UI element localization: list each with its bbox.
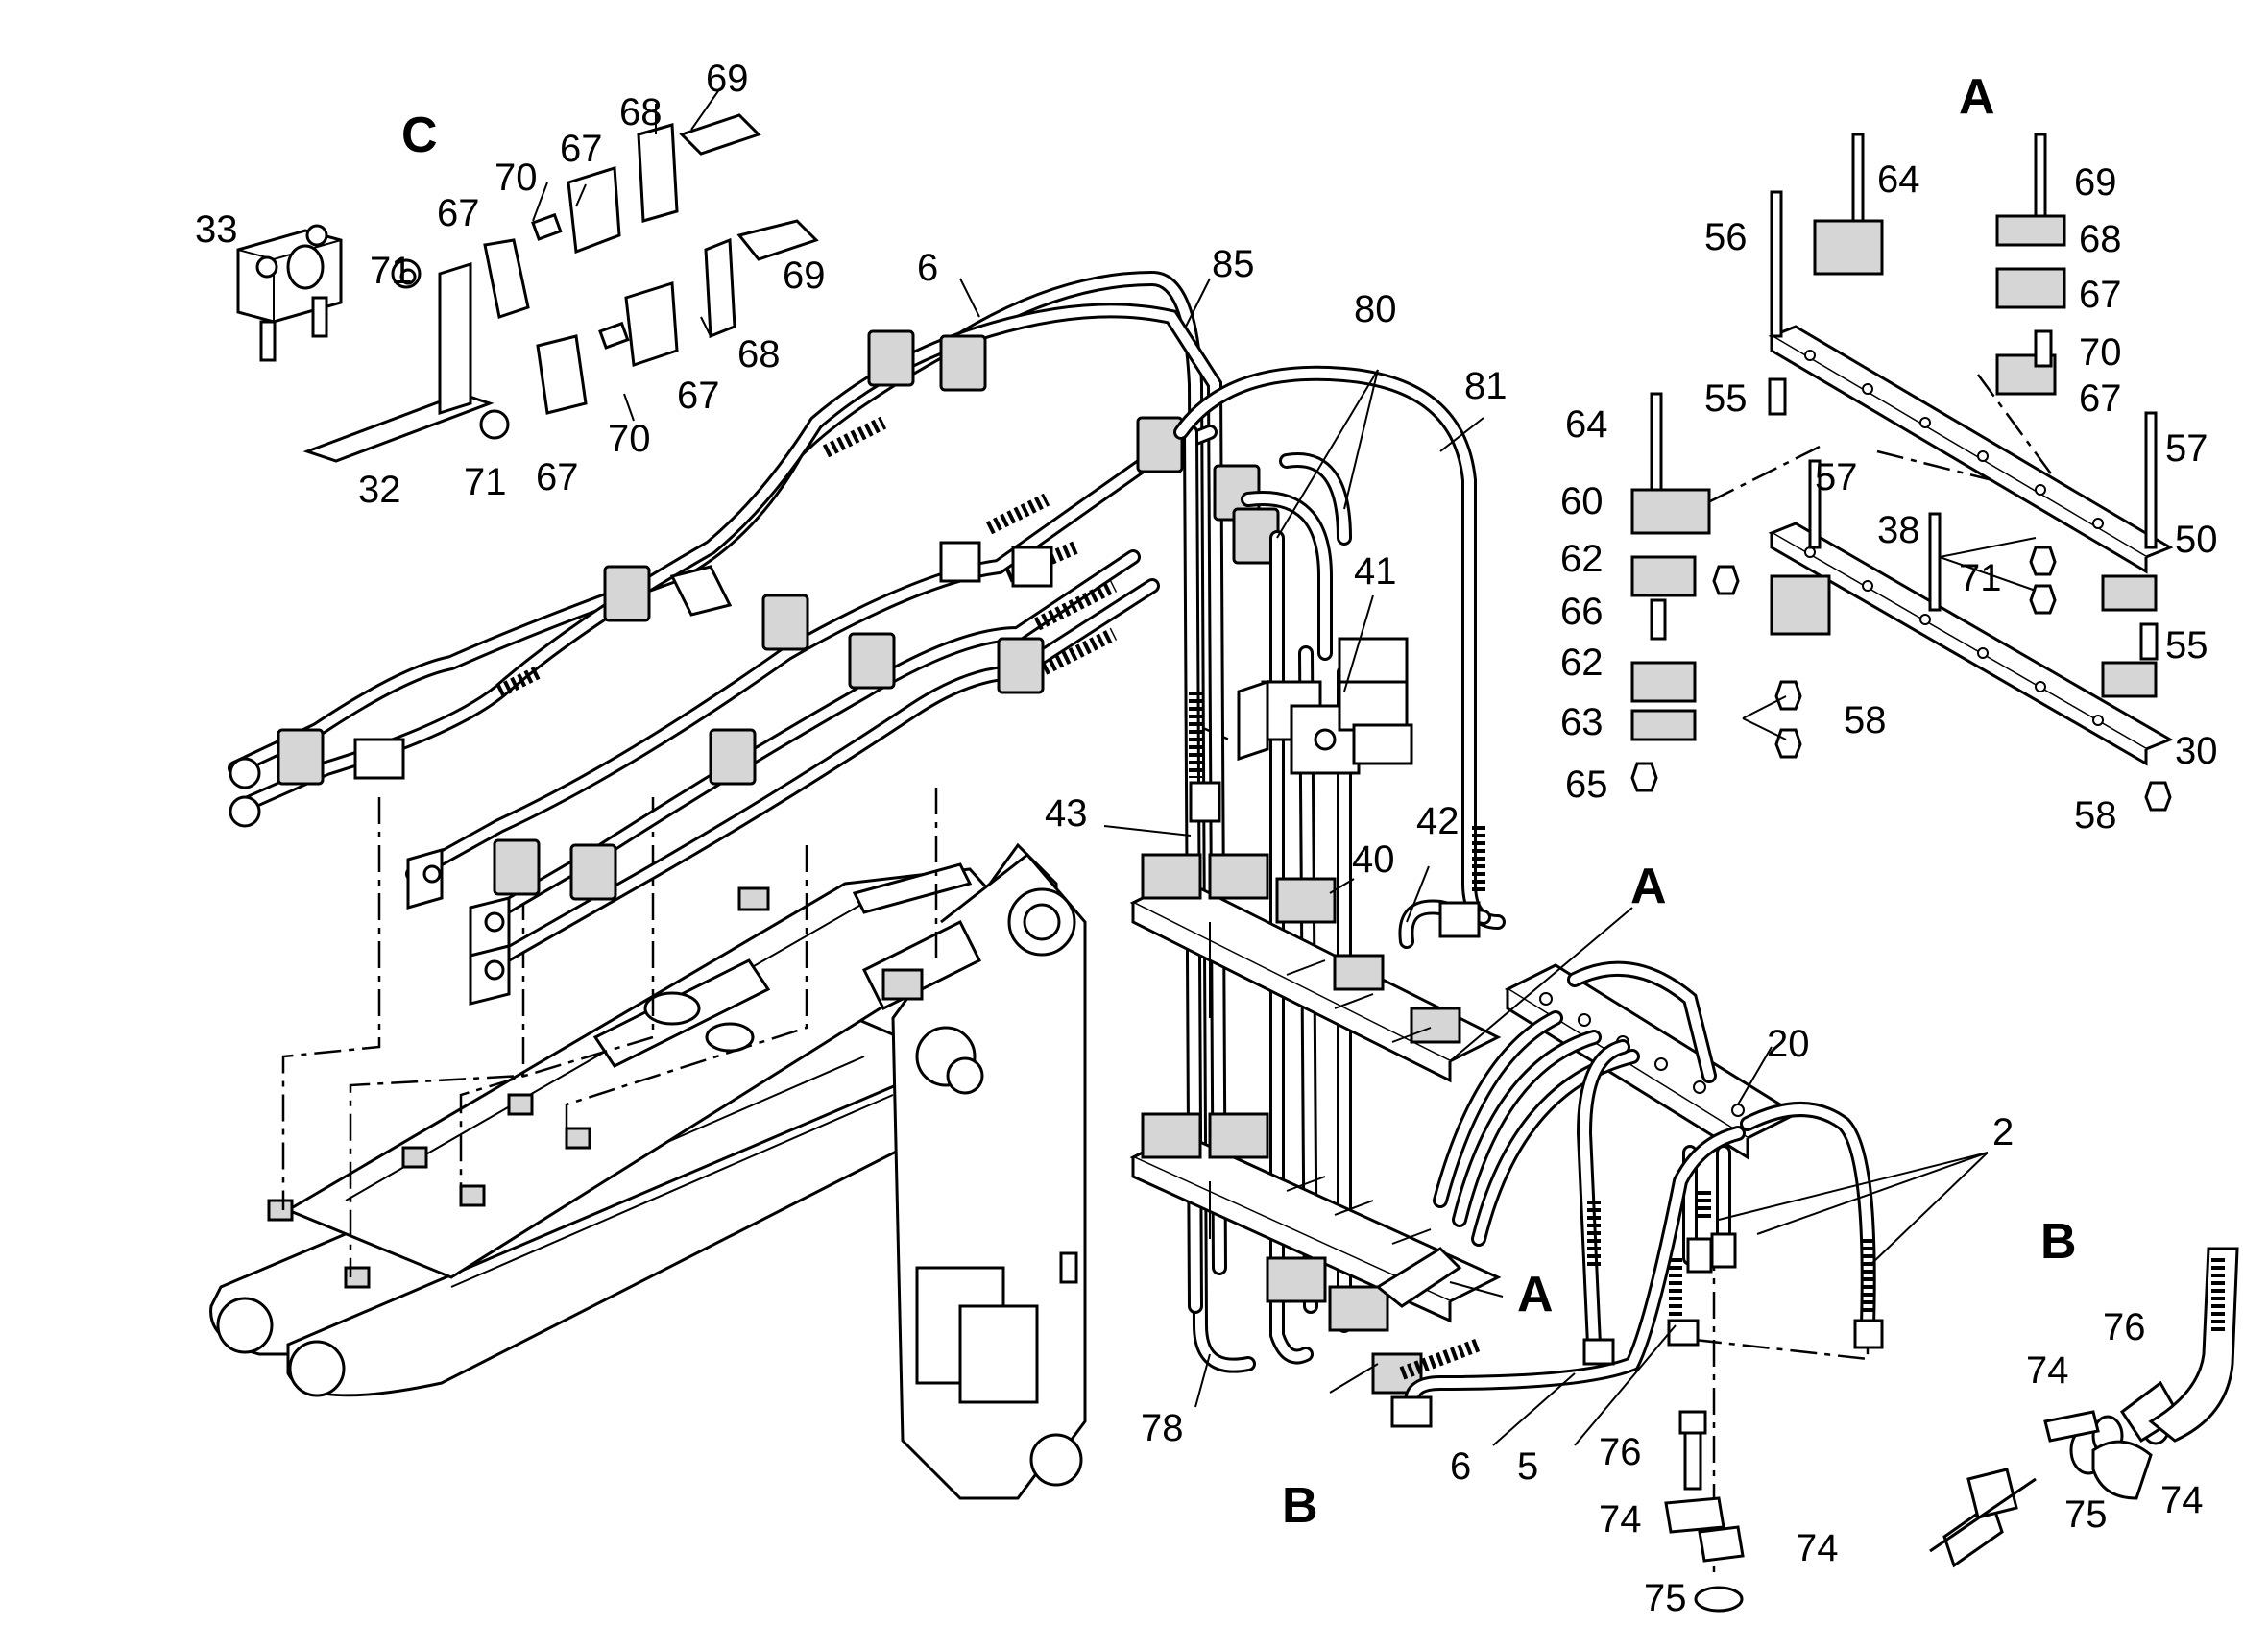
callout-6: 6 (1450, 1445, 1471, 1488)
callout-40: 40 (1352, 838, 1395, 881)
callout-64: 64 (1565, 403, 1608, 446)
callout-67: 67 (677, 375, 720, 417)
callout-76: 76 (2103, 1306, 2146, 1348)
callout-71: 71 (1959, 557, 2002, 599)
callout-80: 80 (1354, 288, 1397, 330)
manifold-20 (1390, 960, 1884, 1428)
detail-b (1664, 1247, 2239, 1613)
callout-33: 33 (195, 208, 238, 251)
callout-60: 60 (1560, 480, 1604, 522)
callout-2: 2 (1992, 1111, 2014, 1153)
boom-clamps (267, 886, 924, 1289)
manifold-blocks (1129, 853, 1502, 1395)
callout-74: 74 (2026, 1349, 2069, 1392)
section-label-a-mid: A (1630, 859, 1667, 914)
callout-43: 43 (1045, 792, 1088, 835)
section-labels: C A A A B B (401, 69, 2077, 1534)
callout-68: 68 (619, 91, 663, 133)
callout-42: 42 (1416, 800, 1460, 842)
callout-68: 68 (2079, 218, 2122, 260)
callout-67: 67 (536, 456, 579, 498)
callout-6: 6 (917, 247, 938, 289)
callout-57: 57 (2165, 427, 2208, 470)
callout-5: 5 (1517, 1445, 1538, 1488)
callout-57: 57 (1815, 456, 1858, 498)
callout-75: 75 (1644, 1577, 1687, 1619)
callout-62: 62 (1560, 538, 1604, 580)
callout-55: 55 (1704, 377, 1748, 420)
callout-56: 56 (1704, 216, 1748, 258)
detail-c (236, 113, 819, 463)
callout-64: 64 (1877, 158, 1920, 201)
callout-75: 75 (2064, 1493, 2108, 1536)
callout-numbers: 69 68 67 70 67 33 71 69 68 67 70 67 71 3… (195, 58, 2218, 1619)
callout-69: 69 (2074, 161, 2117, 204)
callout-71: 71 (370, 250, 413, 292)
callout-67: 67 (560, 128, 603, 170)
callout-41: 41 (1354, 550, 1397, 593)
pipe-bundle (228, 270, 1256, 1373)
callout-85: 85 (1212, 243, 1255, 285)
section-label-a-low: A (1517, 1267, 1554, 1322)
callout-50: 50 (2175, 519, 2218, 561)
callout-78: 78 (1141, 1407, 1184, 1449)
callout-74: 74 (2160, 1479, 2204, 1521)
callout-20: 20 (1767, 1023, 1810, 1065)
callout-70: 70 (2079, 331, 2122, 374)
detail-a (1630, 133, 2174, 812)
pipe-clamps (229, 329, 1280, 1006)
callout-62: 62 (1560, 642, 1604, 684)
section-label-a-top: A (1959, 69, 1995, 125)
callout-68: 68 (737, 333, 781, 376)
callout-74: 74 (1599, 1498, 1642, 1541)
callout-67: 67 (437, 192, 480, 234)
leader-lines (532, 87, 2037, 1446)
callout-69: 69 (706, 58, 749, 100)
callout-70: 70 (608, 418, 651, 460)
callout-30: 30 (2175, 730, 2218, 772)
callout-38: 38 (1877, 509, 1920, 551)
callout-58: 58 (1844, 699, 1887, 741)
callout-76: 76 (1599, 1431, 1642, 1473)
boom-structure (209, 842, 1087, 1500)
callout-63: 63 (1560, 701, 1604, 743)
callout-70: 70 (495, 157, 538, 199)
callout-67: 67 (2079, 274, 2122, 316)
section-label-b-right: B (2040, 1214, 2077, 1270)
callout-71: 71 (464, 461, 507, 503)
callout-66: 66 (1560, 591, 1604, 633)
callout-74: 74 (1796, 1527, 1839, 1569)
callout-81: 81 (1464, 365, 1508, 407)
section-label-b-low: B (1282, 1478, 1318, 1534)
callout-32: 32 (358, 469, 401, 511)
callout-65: 65 (1565, 764, 1608, 806)
callout-58: 58 (2074, 794, 2117, 837)
section-label-c: C (401, 108, 438, 163)
callout-69: 69 (783, 255, 826, 297)
callout-55: 55 (2165, 624, 2208, 667)
callout-67: 67 (2079, 377, 2122, 420)
